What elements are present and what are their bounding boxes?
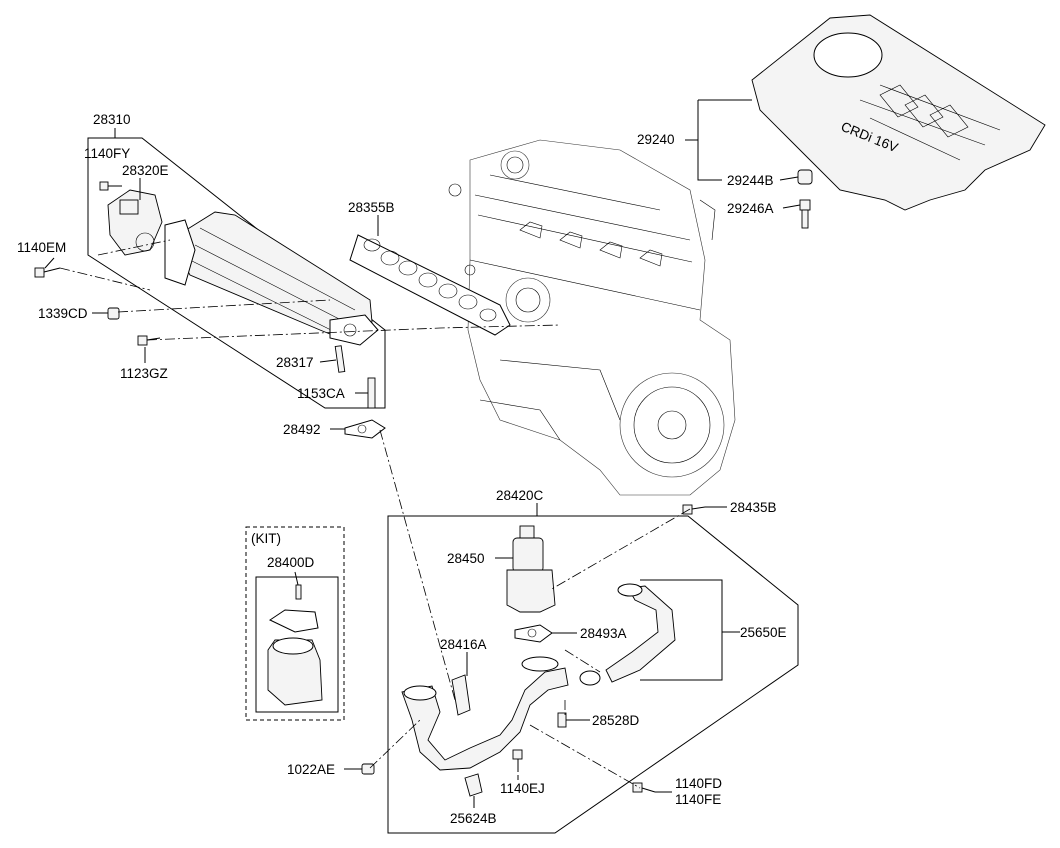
label-1339cd: 1339CD xyxy=(38,306,88,321)
label-1140ej: 1140EJ xyxy=(500,781,545,796)
label-25650e: 25650E xyxy=(740,625,787,640)
label-1140em: 1140EM xyxy=(17,240,66,255)
label-28420c: 28420C xyxy=(496,488,544,503)
part-labels: 28310 1140FY 28320E 1140EM 1339CD 1123GZ… xyxy=(17,112,787,826)
bolt-28435b xyxy=(682,504,706,515)
gasket-28492 xyxy=(344,419,386,439)
manifold-gasket-28355b xyxy=(349,234,511,336)
label-29240: 29240 xyxy=(637,132,675,147)
stud-1153ca xyxy=(367,377,376,409)
bracket-25624b xyxy=(464,773,483,797)
cover-pin-29246a xyxy=(799,199,811,229)
label-1140fd: 1140FD xyxy=(675,776,722,791)
engine-block-illustration xyxy=(448,139,736,496)
leader-lines xyxy=(44,99,801,808)
label-28450: 28450 xyxy=(447,551,485,566)
label-kit: (KIT) xyxy=(251,531,281,546)
egr-actuator-28320e xyxy=(107,189,163,256)
label-29246a: 29246A xyxy=(727,201,774,216)
kit-part-28400d xyxy=(267,584,323,706)
label-28435b: 28435B xyxy=(730,500,777,515)
label-28400d: 28400D xyxy=(267,555,315,570)
label-25624b: 25624B xyxy=(450,811,497,826)
label-1140fe: 1140FE xyxy=(675,792,721,807)
bolt-1140fy xyxy=(99,181,122,191)
hose-25650e xyxy=(579,583,676,686)
label-1153ca: 1153CA xyxy=(297,386,345,401)
bolt-1140em xyxy=(34,267,61,278)
grommet-29244b xyxy=(797,169,813,185)
alignment-lines xyxy=(59,239,691,789)
label-28528d: 28528D xyxy=(592,713,640,728)
egr-cooler-28310 xyxy=(164,211,379,346)
label-28317: 28317 xyxy=(276,355,314,370)
nut-1339cd xyxy=(107,307,120,320)
label-28310: 28310 xyxy=(93,112,131,127)
label-28492: 28492 xyxy=(283,422,321,437)
kit-frame xyxy=(245,526,345,721)
bolt-1140ej xyxy=(512,749,523,772)
egr-valve-frame xyxy=(387,515,799,834)
label-28320e: 28320E xyxy=(122,163,169,178)
label-29244b: 29244B xyxy=(727,173,774,188)
stud-28317 xyxy=(334,345,346,373)
egr-cooler-frame xyxy=(87,137,386,409)
label-1022ae: 1022AE xyxy=(287,762,335,777)
label-28493a: 28493A xyxy=(580,626,627,641)
label-28355b: 28355B xyxy=(348,200,395,215)
bolt-28528d xyxy=(557,712,567,728)
egr-valve-28450 xyxy=(506,525,556,613)
label-1140fy: 1140FY xyxy=(84,146,130,161)
label-28416a: 28416A xyxy=(440,637,487,652)
bolt-1140fd xyxy=(632,782,656,793)
bolt-1123gz xyxy=(137,335,161,346)
engine-cover-29240: CRDi 16V xyxy=(751,14,1046,211)
label-1123gz: 1123GZ xyxy=(120,366,168,381)
gasket-28493a xyxy=(514,624,553,643)
egr-pipe-28416a xyxy=(401,656,569,771)
